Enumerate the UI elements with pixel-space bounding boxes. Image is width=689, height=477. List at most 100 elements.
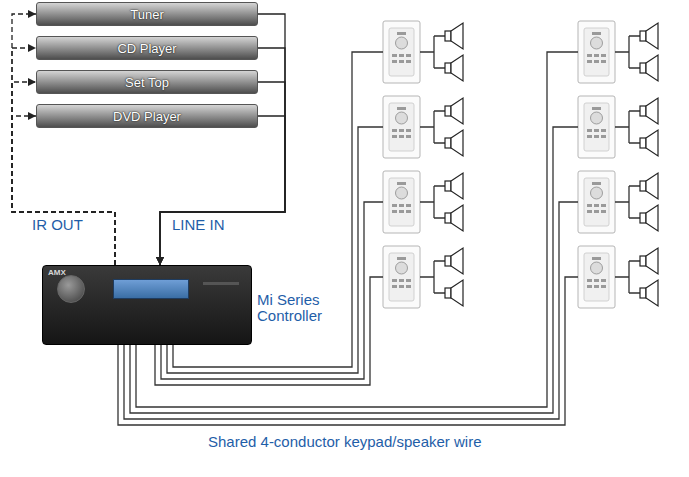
speaker-wire — [615, 36, 640, 68]
keypad-button — [399, 60, 404, 63]
keypad-button — [406, 135, 411, 138]
speaker-magnet — [640, 31, 646, 41]
keypad-face — [389, 28, 414, 76]
keypad-button — [601, 60, 606, 63]
speaker-magnet — [640, 288, 646, 298]
keypad-button — [594, 135, 599, 138]
figure-caption: Shared 4-conductor keypad/speaker wire — [208, 433, 482, 450]
keypad-face — [584, 103, 609, 151]
keypad-plate — [578, 246, 615, 308]
speaker-magnet — [445, 288, 451, 298]
speaker-wire — [420, 111, 445, 143]
keypad-button — [406, 279, 411, 282]
port-label: LINE IN — [172, 216, 225, 233]
speaker-cone — [451, 55, 463, 81]
lcd-display — [113, 279, 189, 299]
speaker-cone — [646, 280, 658, 306]
audio-line — [160, 116, 285, 265]
keypad-button — [594, 60, 599, 63]
keypad-button — [406, 60, 411, 63]
keypad-plate — [383, 96, 420, 158]
speaker-wire — [420, 261, 445, 293]
speaker-magnet — [445, 181, 451, 191]
speaker-magnet — [445, 106, 451, 116]
speaker-cone — [646, 205, 658, 231]
speaker-magnet — [445, 63, 451, 73]
source-device: Set Top — [36, 70, 258, 94]
keypad-face — [584, 28, 609, 76]
keypad-button — [392, 285, 397, 288]
keypad-button — [594, 204, 599, 207]
speaker-magnet — [445, 256, 451, 266]
keypad-button — [406, 54, 411, 57]
speaker-cone — [451, 23, 463, 49]
speaker-cone — [451, 130, 463, 156]
keypad-button — [592, 107, 601, 110]
keypad-button — [392, 204, 397, 207]
source-device: CD Player — [36, 36, 258, 60]
device-name: CD Player — [117, 41, 176, 56]
keypad-face — [584, 178, 609, 226]
keypad-button — [399, 210, 404, 213]
keypad-button — [594, 285, 599, 288]
speaker-cone — [451, 173, 463, 199]
keypad-button — [594, 54, 599, 57]
device-name: Tuner — [130, 7, 163, 22]
keypad-button — [399, 129, 404, 132]
keypad-button — [601, 135, 606, 138]
keypad-button — [601, 54, 606, 57]
keypad-button — [399, 285, 404, 288]
keypad-dial — [591, 262, 603, 274]
keypad-button — [592, 32, 601, 35]
keypad-button — [399, 135, 404, 138]
keypad-dial — [591, 37, 603, 49]
keypad-button — [392, 60, 397, 63]
keypad-plate — [578, 21, 615, 83]
source-device: Tuner — [36, 2, 258, 26]
keypad-face — [389, 103, 414, 151]
keypad-button — [601, 129, 606, 132]
keypad-button — [397, 32, 406, 35]
speaker-magnet — [640, 213, 646, 223]
keypad-button — [592, 257, 601, 260]
keypad-plate — [383, 171, 420, 233]
keypad-button — [601, 210, 606, 213]
speaker-magnet — [445, 213, 451, 223]
speaker-cone — [451, 98, 463, 124]
keypad-button — [594, 210, 599, 213]
port-label: IR OUT — [32, 216, 83, 233]
keypad-face — [389, 178, 414, 226]
speaker-cone — [451, 248, 463, 274]
keypad-plate — [383, 21, 420, 83]
speaker-cone — [451, 280, 463, 306]
speaker-cone — [646, 55, 658, 81]
speaker-magnet — [640, 181, 646, 191]
keypad-button — [397, 257, 406, 260]
speaker-magnet — [640, 63, 646, 73]
status-strip — [203, 282, 239, 285]
power-knob — [57, 275, 85, 303]
keypad-button — [601, 285, 606, 288]
speaker-wire — [615, 111, 640, 143]
keypad-button — [601, 279, 606, 282]
keypad-dial — [396, 187, 408, 199]
keypad-button — [399, 279, 404, 282]
keypad-button — [392, 210, 397, 213]
keypad-button — [601, 204, 606, 207]
keypad-plate — [578, 96, 615, 158]
keypad-button — [587, 204, 592, 207]
keypad-face — [389, 253, 414, 301]
ir-control-line — [12, 116, 115, 265]
source-device: DVD Player — [36, 104, 258, 128]
speaker-wire — [615, 261, 640, 293]
keypad-button — [592, 182, 601, 185]
keypad-face — [584, 253, 609, 301]
speaker-wire — [420, 186, 445, 218]
keypad-dial — [396, 112, 408, 124]
speaker-wire — [615, 186, 640, 218]
speaker-cone — [646, 248, 658, 274]
keypad-plate — [383, 246, 420, 308]
keypad-button — [399, 204, 404, 207]
keypad-button — [406, 210, 411, 213]
speaker-cone — [646, 23, 658, 49]
